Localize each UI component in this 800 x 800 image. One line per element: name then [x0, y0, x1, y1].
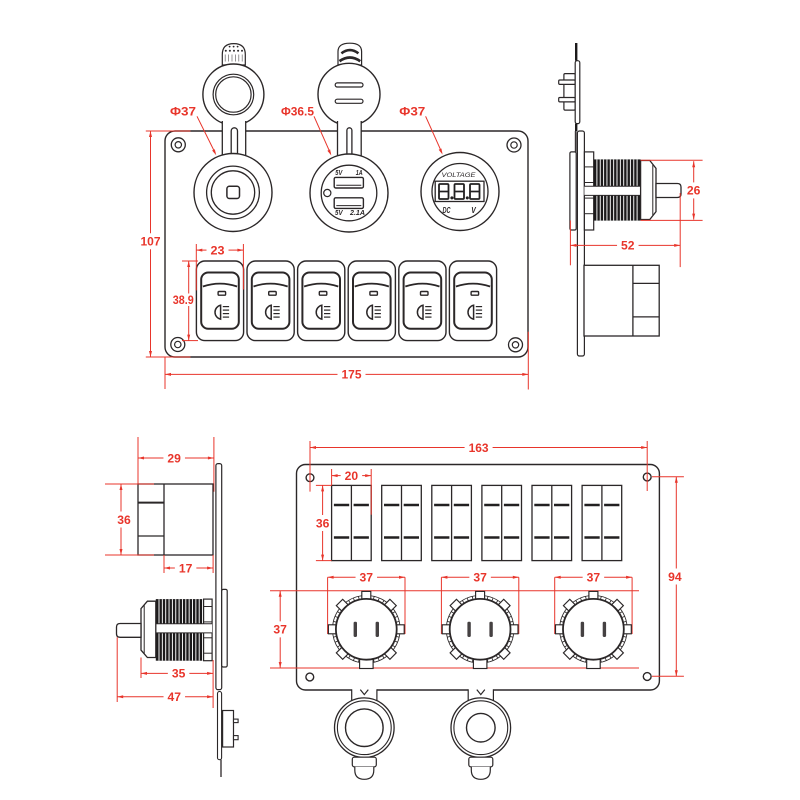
svg-text:94: 94 — [668, 570, 682, 584]
svg-text:175: 175 — [342, 368, 362, 382]
svg-text:V: V — [471, 205, 477, 215]
svg-text:37: 37 — [273, 623, 287, 637]
svg-text:26: 26 — [687, 184, 701, 198]
svg-text:20: 20 — [345, 469, 359, 483]
svg-text:1A: 1A — [356, 170, 363, 177]
svg-text:VOLTAGE: VOLTAGE — [442, 172, 476, 179]
svg-text:107: 107 — [141, 235, 161, 249]
svg-text:Φ36.5: Φ36.5 — [281, 104, 314, 118]
svg-text:Φ37: Φ37 — [170, 104, 196, 118]
svg-text:2.1A: 2.1A — [349, 210, 365, 217]
svg-text:36: 36 — [316, 516, 330, 530]
svg-text:23: 23 — [211, 243, 225, 257]
svg-text:Φ37: Φ37 — [399, 104, 425, 118]
svg-text:17: 17 — [179, 561, 193, 575]
svg-text:36: 36 — [117, 513, 131, 527]
svg-text:5V: 5V — [335, 210, 344, 217]
svg-text:52: 52 — [621, 239, 635, 253]
svg-text:5V: 5V — [335, 170, 343, 177]
svg-text:37: 37 — [360, 571, 374, 585]
svg-text:38.9: 38.9 — [173, 293, 194, 307]
svg-text:35: 35 — [172, 667, 186, 681]
svg-text:163: 163 — [469, 441, 489, 455]
svg-text:37: 37 — [473, 571, 487, 585]
svg-text:29: 29 — [167, 451, 181, 465]
svg-text:DC: DC — [443, 205, 452, 215]
svg-text:47: 47 — [168, 690, 182, 704]
svg-text:37: 37 — [587, 571, 601, 585]
